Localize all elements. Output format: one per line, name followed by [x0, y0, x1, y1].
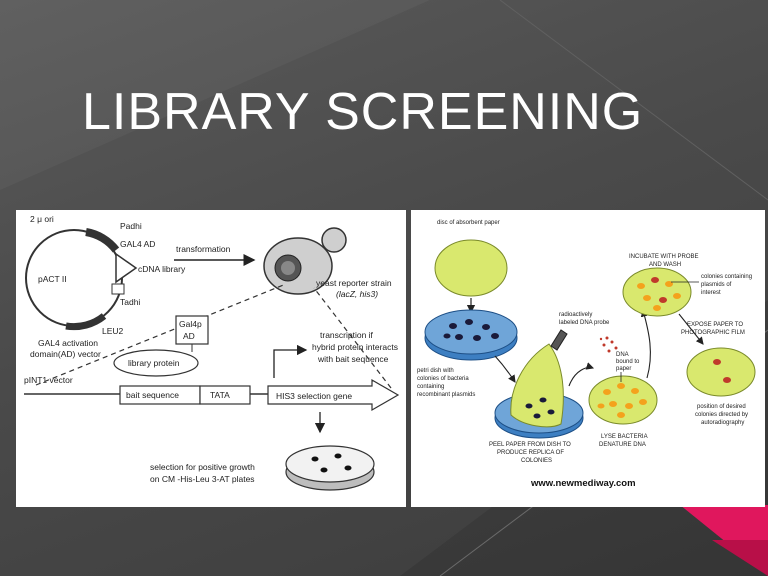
padhi-label: Padhi [120, 221, 142, 231]
petri-label-3: containing [417, 384, 444, 390]
dna-bound-label-1: DNA [616, 352, 629, 358]
lyse-label-2: DENATURE DNA [599, 442, 646, 448]
cdna-insert-triangle [115, 252, 138, 284]
his3-gene-arrow [267, 378, 400, 412]
autoradiograph-disc [686, 347, 756, 397]
yeast-screening-diagram: 2 μ ori Padhi GAL4 AD pACT II cDNA libra… [16, 210, 406, 507]
expose-label-2: PHOTOGRAPHIC FILM [681, 330, 745, 336]
expose-label-1: EXPOSE PAPER TO [687, 322, 743, 328]
position-label-3: autoradiography [701, 420, 744, 426]
cdna-label: cDNA library [138, 264, 186, 274]
vector-caption-1: GAL4 activation [38, 338, 98, 348]
incubate-to-film-arrow [678, 313, 704, 345]
gal4bp-label-1: Gal4p [179, 319, 202, 329]
peel-label-1: PEEL PAPER FROM DISH TO [489, 442, 571, 448]
lysed-disc [588, 375, 658, 425]
vector-caption-2: domain(AD) vector [30, 349, 101, 359]
peel-label-3: COLONIES [521, 458, 552, 464]
yeast-diagram-svg: 2 μ ori Padhi GAL4 AD pACT II cDNA libra… [24, 214, 400, 491]
incubated-disc [622, 267, 692, 317]
dna-bound-label-3: paper [616, 366, 631, 372]
tadh-label: Tadhi [120, 297, 140, 307]
absorbent-disc [434, 239, 508, 297]
dna-bound-label-2: bound to [616, 359, 640, 365]
radio-probe-label-1: radioactively [559, 312, 592, 318]
transcription-label-1: transcription if [320, 330, 374, 340]
probe-particles [599, 336, 618, 353]
bg-facet-top [0, 0, 430, 190]
colonies-plasmids-label-3: interest [701, 290, 721, 296]
petri-label-1: petri dish with [417, 368, 454, 374]
transformation-label: transformation [176, 244, 231, 254]
peel-label-2: PRODUCE REPLICA OF [497, 450, 564, 456]
petri-label-4: recombinant plasmids [417, 392, 475, 398]
leu2-label: LEU2 [102, 326, 124, 336]
petri-to-peel-arrow [494, 355, 516, 383]
petri-dish [424, 309, 518, 361]
pint-vector-label: pINT1 vector [24, 375, 73, 385]
tadh-block [111, 283, 125, 295]
selection-label-1: selection for positive growth [150, 462, 255, 472]
transcription-arrow [273, 344, 308, 378]
incubate-label-1: INCUBATE WITH PROBE [629, 254, 699, 260]
library-protein-label: library protein [128, 358, 180, 368]
website-credit: www.newmediway.com [530, 478, 636, 489]
peel-dish [494, 329, 584, 439]
transcription-label-3: with bait sequence [317, 354, 389, 364]
incubate-label-2: AND WASH [649, 262, 681, 268]
bait-sequence-label: bait sequence [126, 390, 179, 400]
ori-label: 2 μ ori [30, 214, 54, 224]
yeast-strain-label-2: (lacZ, his3) [336, 289, 378, 299]
tata-label: TATA [210, 390, 230, 400]
selection-plate [285, 445, 375, 491]
colonies-plasmids-label-1: colonies containing [701, 274, 752, 280]
gal4ad-label: GAL4 AD [120, 239, 155, 249]
tata-box [199, 385, 251, 405]
accent-triangle-shade [712, 540, 768, 576]
library-protein-ellipse [113, 349, 199, 377]
position-label-1: position of desired [697, 404, 746, 410]
position-label-2: colonies directed by [695, 412, 748, 418]
gal4bp-label-2: AD [183, 331, 195, 341]
plasmid-segment [85, 228, 120, 253]
bg-diagonal-line-2 [499, 0, 768, 201]
transcription-label-2: hybrid protein interacts [312, 342, 398, 352]
lyse-label-1: LYSE BACTERIA [601, 434, 648, 440]
colonies-plasmids-label-2: plasmids of [701, 282, 732, 288]
dashed-guide-2 [313, 287, 392, 389]
plasmid-segment-leu2 [65, 313, 107, 331]
pact-label: pACT II [38, 274, 67, 284]
selection-label-2: on CM -His-Leu 3-AT plates [150, 474, 255, 484]
yeast-strain-label-1: yeast reporter strain [316, 278, 392, 288]
slide-title: LIBRARY SCREENING [82, 83, 644, 141]
colony-hybridization-diagram: disc of absorbent paper petri dish with … [411, 210, 765, 507]
peel-to-lyse-arrow [568, 362, 595, 387]
his3-gene-label: HIS3 selection gene [276, 391, 352, 401]
disc-label: disc of absorbent paper [437, 220, 500, 226]
petri-label-2: colonies of bacteria [417, 376, 469, 382]
yeast-cell [263, 227, 347, 295]
lyse-to-incubate-arrow [640, 308, 651, 379]
radio-probe-label-2: labeled DNA probe [559, 320, 610, 326]
colony-diagram-svg: disc of absorbent paper petri dish with … [417, 220, 756, 489]
gal4bp-box [175, 315, 209, 345]
